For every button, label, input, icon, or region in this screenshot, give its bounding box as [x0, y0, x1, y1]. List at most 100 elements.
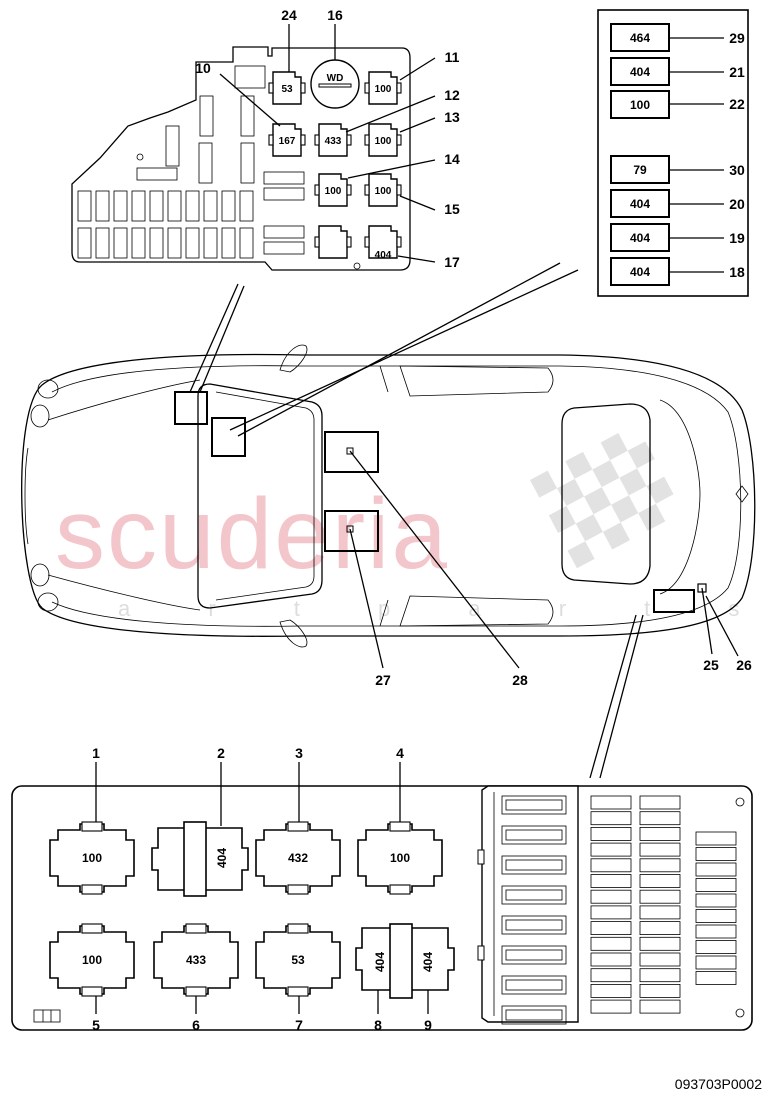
- fuse-cell: [590, 952, 632, 967]
- rear-relay-22: [610, 90, 670, 119]
- callout-16: 16: [327, 7, 343, 23]
- bottom-relay-2: [151, 821, 249, 897]
- relay-16-wiper-relay: [310, 59, 360, 109]
- bottom-relay-5-value: 100: [82, 953, 102, 967]
- bottom-relay-2-value: 404: [215, 848, 229, 868]
- maxi-fuse-inner: [505, 859, 563, 871]
- fuse-cell: [695, 862, 737, 877]
- rear-relay-30-value: 79: [633, 163, 647, 177]
- callout-13: 13: [444, 109, 460, 125]
- fuse-cell: [695, 893, 737, 908]
- relay-14-value: 100: [325, 186, 342, 197]
- car-leader-lines: [189, 262, 739, 779]
- fuse-cell: [590, 827, 632, 841]
- fuse-cell: [695, 909, 737, 923]
- fuse-cell: [639, 874, 681, 888]
- maxi-fuse-inner: [505, 829, 563, 841]
- car-top-view: 27 28 25 26: [21, 262, 756, 779]
- fuse-cell: [695, 940, 737, 954]
- callout-19: 19: [729, 230, 745, 246]
- rear-relay-18-value: 404: [630, 265, 650, 279]
- fuse-cell: [639, 905, 681, 920]
- callout-1: 1: [92, 745, 100, 761]
- watermark: scuderia a r t p a r t s: [55, 433, 739, 621]
- front-box-leader-lines: [219, 24, 436, 263]
- callout-17: 17: [444, 254, 460, 270]
- location-28: [324, 431, 379, 473]
- relay-10-value: 167: [279, 136, 296, 147]
- fuse-cell: [590, 874, 632, 888]
- rear-relay-19-value: 404: [630, 231, 650, 245]
- bottom-relay-1-value: 100: [82, 851, 102, 865]
- maxi-fuse-inner: [505, 979, 563, 991]
- location-front-fusebox-a: [174, 391, 208, 425]
- bottom-relay-8-value: 404: [373, 952, 387, 972]
- fuse-cell: [639, 968, 681, 983]
- bottom-relay-4-value: 100: [390, 851, 410, 865]
- fuse-cell: [590, 811, 632, 826]
- callout-28: 28: [512, 672, 528, 688]
- watermark-main-text: scuderia: [55, 478, 449, 590]
- fuse-cell: [639, 858, 681, 873]
- fuse-module: [477, 785, 579, 1025]
- callout-18: 18: [729, 264, 745, 280]
- rear-relay-18: [610, 257, 670, 286]
- callout-24: 24: [281, 7, 297, 23]
- maxi-fuse-inner: [505, 949, 563, 961]
- callout-15: 15: [444, 201, 460, 217]
- fuse-cell: [590, 858, 632, 873]
- relay-17-value: 404: [375, 250, 392, 261]
- callout-2: 2: [217, 745, 225, 761]
- fuse-cell: [639, 984, 681, 998]
- callout-30: 30: [729, 162, 745, 178]
- relay-12-value: 433: [325, 136, 342, 147]
- rear-relay-panel: 464 404 100 79 404 404 404 29 21 22 30 2…: [597, 9, 749, 297]
- maxi-fuse-inner: [505, 1009, 563, 1021]
- rear-relay-20-value: 404: [630, 197, 650, 211]
- maxi-fuse: [501, 855, 567, 875]
- maxi-fuse: [501, 1005, 567, 1025]
- maxi-fuse: [501, 795, 567, 815]
- fuse-cell: [590, 905, 632, 920]
- maxi-fuse-inner: [505, 889, 563, 901]
- callout-7: 7: [295, 1017, 303, 1033]
- fuse-cell: [695, 847, 737, 861]
- rear-relay-29: [610, 23, 670, 52]
- fuse-cell: [590, 968, 632, 983]
- maxi-fuse: [501, 975, 567, 995]
- front-box-small-fuses: [77, 65, 361, 270]
- bottom-relay-3-value: 432: [288, 851, 308, 865]
- front-fuse-box: 53 WD 100 167 433 100 100 100 404: [71, 7, 460, 271]
- bottom-relay-6-value: 433: [186, 953, 206, 967]
- fuse-cell: [590, 921, 632, 935]
- rear-relay-22-value: 100: [630, 98, 650, 112]
- fuse-cell: [639, 827, 681, 841]
- fuse-cell: [695, 971, 737, 985]
- rear-relay-29-value: 464: [630, 31, 650, 45]
- bottom-relay-8-9: [355, 923, 455, 999]
- bottom-box-leader-lines: [95, 762, 429, 1014]
- callout-4: 4: [396, 745, 404, 761]
- callout-10: 10: [195, 60, 211, 76]
- rear-fuse-box: 100 404 432 100 100 433 53 404 404 1 2 3…: [11, 745, 753, 1033]
- callout-8: 8: [374, 1017, 382, 1033]
- bottom-relay-7-value: 53: [291, 953, 305, 967]
- rear-relay-19: [610, 223, 670, 252]
- rear-panel-leaders: [669, 37, 724, 273]
- rear-relay-21: [610, 57, 670, 86]
- fuse-cell: [590, 936, 632, 951]
- fuse-cell: [639, 952, 681, 967]
- callout-21: 21: [729, 64, 745, 80]
- callout-20: 20: [729, 196, 745, 212]
- callout-3: 3: [295, 745, 303, 761]
- relay-24-value: 53: [281, 84, 293, 95]
- callout-27: 27: [375, 672, 391, 688]
- diagram-code: 093703P0002: [675, 1076, 762, 1092]
- callout-12: 12: [444, 87, 460, 103]
- fuse-grid: [590, 795, 737, 1014]
- callout-11: 11: [445, 49, 460, 65]
- callout-6: 6: [192, 1017, 200, 1033]
- location-27: [324, 510, 379, 552]
